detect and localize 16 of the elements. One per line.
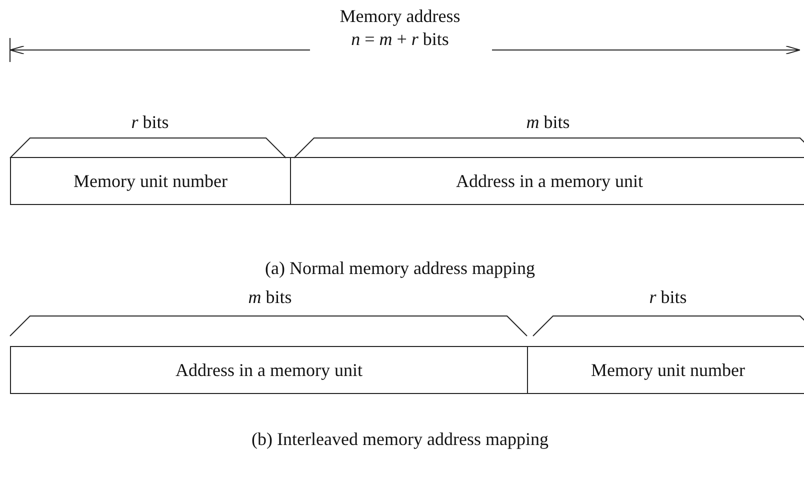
dimension-label: n = m + r bits	[351, 29, 449, 50]
field-box	[10, 157, 291, 205]
width-label: r bits	[131, 112, 169, 133]
width-label: r bits	[649, 287, 687, 308]
field-label: Memory unit number	[591, 360, 745, 380]
width-label: m bits	[526, 112, 570, 133]
width-label: m bits	[248, 287, 292, 308]
field-box	[290, 157, 804, 205]
field-label: Address in a memory unit	[456, 170, 643, 192]
field-label: Memory unit number	[74, 170, 228, 192]
field-box	[10, 346, 528, 394]
dimension-label: Memory address	[340, 6, 460, 27]
caption: (a) Normal memory address mapping	[265, 258, 535, 279]
field-box	[527, 346, 804, 394]
caption: (b) Interleaved memory address mapping	[252, 429, 548, 450]
field-label: Address in a memory unit	[176, 360, 362, 380]
